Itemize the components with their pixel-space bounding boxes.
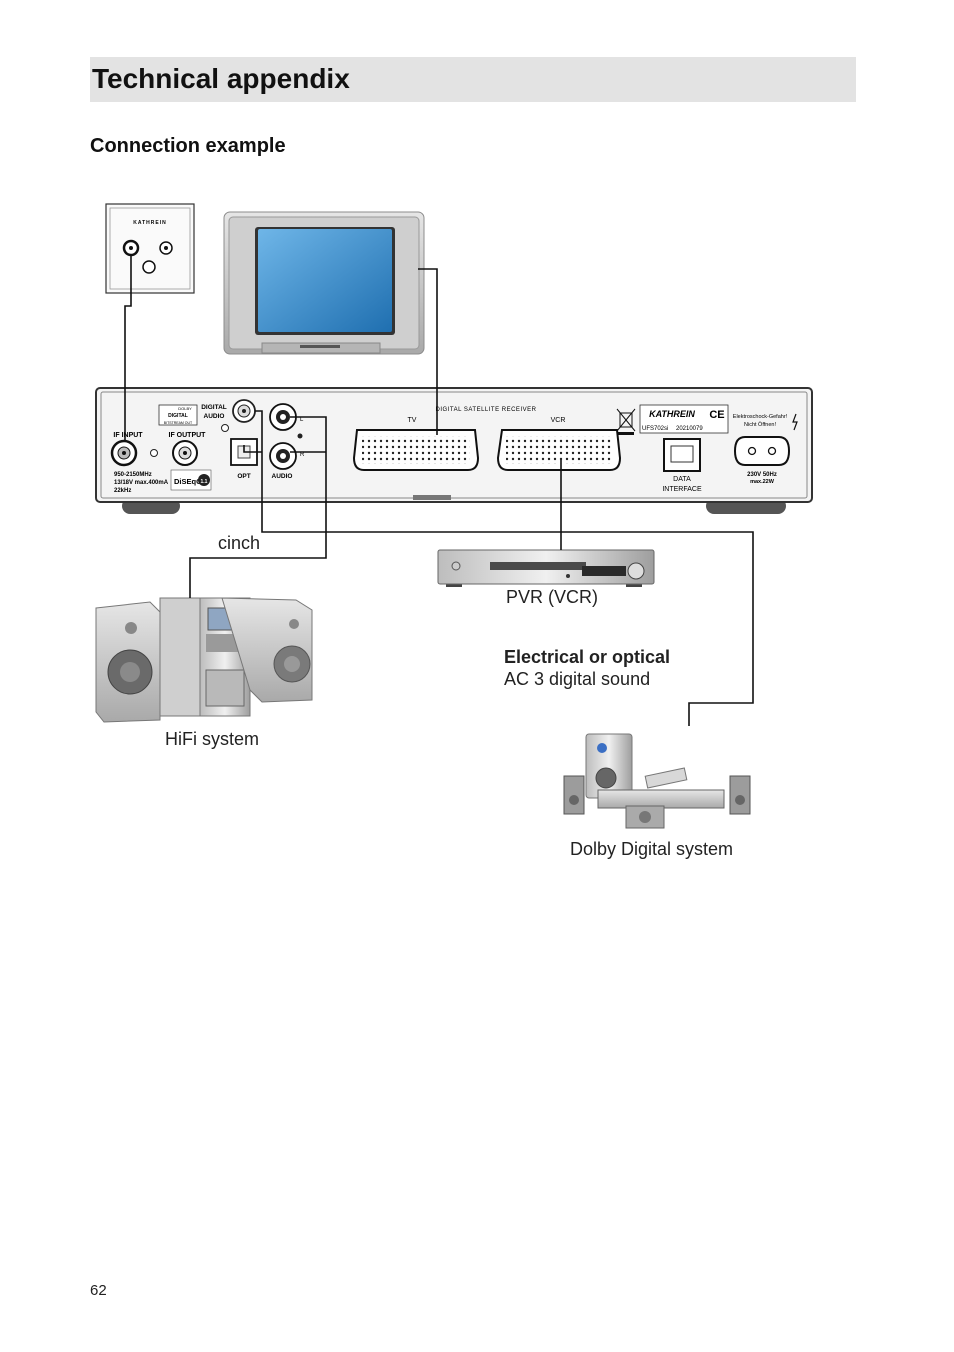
hifi-system-image — [95, 597, 313, 723]
receiver-device-name: DIGITAL SATELLITE RECEIVER — [436, 407, 537, 413]
power-text-2: max.22W — [750, 479, 775, 485]
freq-text-3: 22kHz — [114, 488, 131, 494]
pvr-device-image — [437, 549, 655, 587]
page-title: Technical appendix — [92, 63, 350, 94]
cable-audio-l-to-hifi — [189, 416, 327, 598]
audio-connection-label: AC 3 digital sound — [504, 669, 651, 689]
socket-brand-text: KATHREIN — [133, 220, 166, 226]
freq-text-1: 950-2150MHz — [114, 472, 152, 478]
model-text: UFS702si — [642, 426, 668, 432]
ce-mark: CE — [709, 409, 724, 421]
cable-antenna-to-if-input — [124, 255, 132, 442]
lightning-icon — [792, 413, 798, 431]
dolby-text-1: DOLBY — [178, 406, 192, 411]
diseqc-version-text: 1.1 — [201, 479, 208, 485]
warning-text-2: Nicht Öffnen! — [744, 421, 776, 428]
audio-connection-bold-label: Electrical or optical — [504, 647, 671, 667]
scart-tv-label: TV — [408, 417, 417, 424]
serial-text: 20210079 — [676, 426, 703, 432]
weee-bin-icon — [616, 408, 636, 435]
if-input-label: IF INPUT — [113, 432, 143, 439]
opt-label: OPT — [237, 473, 250, 480]
freq-text-2: 13/18V max.400mA — [114, 480, 169, 486]
scart-vcr-label: VCR — [551, 417, 566, 424]
power-text-1: 230V 50Hz — [747, 472, 777, 478]
cinch-label: cinch — [218, 533, 261, 553]
section-subtitle: Connection example — [90, 135, 286, 157]
television-image — [223, 211, 425, 355]
warning-text-1: Elektroschock-Gefahr! — [733, 414, 788, 420]
dolby-system-label: Dolby Digital system — [570, 839, 734, 859]
if-output-label: IF OUTPUT — [169, 432, 207, 439]
connection-cables — [124, 255, 754, 726]
page-number: 62 — [90, 1282, 107, 1299]
diseqc-logo-text: DiSEqC — [174, 477, 202, 486]
satellite-receiver: DOLBY DIGITAL BITSTREAM OUT DIGITAL AUDI… — [95, 387, 813, 514]
power-socket — [733, 436, 791, 466]
title-bar — [90, 57, 856, 102]
dolby-text-3: BITSTREAM OUT — [164, 421, 193, 425]
dolby-text-2: DIGITAL — [168, 413, 188, 419]
receiver-brand-logo: KATHREIN — [649, 409, 695, 419]
cable-digital-audio-to-dolby — [255, 410, 754, 726]
audio-l-label: L — [300, 417, 304, 423]
antenna-wall-socket: KATHREIN — [105, 203, 195, 294]
cable-tv-scart — [418, 268, 438, 435]
dolby-digital-system-image — [563, 733, 751, 829]
pvr-label: PVR (VCR) — [506, 587, 599, 607]
audio-label: AUDIO — [272, 473, 293, 480]
data-label-2: INTERFACE — [662, 486, 702, 493]
digital-audio-label-2: AUDIO — [204, 413, 225, 420]
socket-radio-port — [142, 260, 156, 274]
data-label-1: DATA — [673, 476, 691, 483]
tv-screen — [258, 229, 392, 332]
hifi-label: HiFi system — [165, 729, 259, 749]
digital-audio-label-1: DIGITAL — [201, 404, 227, 411]
audio-r-label: R — [300, 452, 305, 458]
